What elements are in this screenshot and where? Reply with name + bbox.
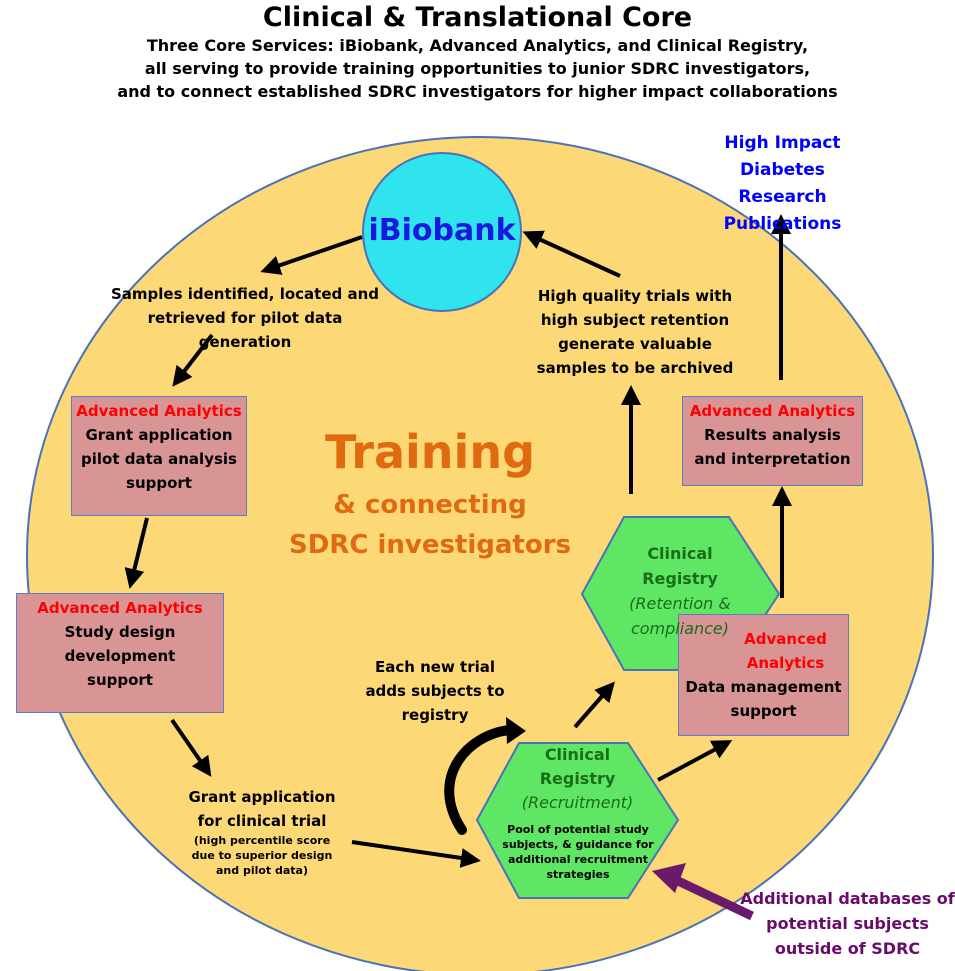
header: Clinical & Translational Core Three Core… — [0, 0, 955, 103]
arrow-grant-analysis-to-study-design — [124, 517, 149, 589]
aa-results-line-1: Results analysis — [704, 426, 841, 444]
each-trial-line-1: Each new trial — [374, 658, 496, 676]
arrow-recruitment-to-data-management — [657, 740, 733, 782]
aa-data-heading-2: Analytics — [746, 654, 825, 672]
high-quality-line-1: High quality trials with — [537, 287, 733, 305]
additional-databases-label: Additional databases of potential subjec… — [740, 886, 955, 961]
subtitle-line-2: all serving to provide training opportun… — [144, 59, 811, 78]
aa-results-line-2: and interpretation — [694, 450, 851, 468]
aa-study-line-3: support — [87, 671, 153, 689]
aa-grant-line-3: support — [126, 474, 192, 492]
aa-grant-line-2: pilot data analysis — [81, 450, 237, 468]
aa-grant-heading: Advanced Analytics — [76, 402, 242, 420]
samples-line-1: Samples identified, located and — [110, 285, 380, 303]
registry-retention-label: Clinical Registry (Retention & complianc… — [590, 541, 770, 641]
core-circle — [26, 136, 934, 971]
arrow-samples-to-grant-analysis — [172, 333, 214, 387]
high-quality-label: High quality trials with high subject re… — [530, 284, 740, 380]
registry-recruitment-hexagon[interactable] — [475, 742, 680, 899]
additional-line-2: potential subjects — [766, 914, 929, 933]
each-trial-line-2: adds subjects to — [365, 682, 505, 700]
grant-trial-small-1: (high percentile score — [193, 834, 331, 847]
additional-line-1: Additional databases of — [740, 889, 955, 908]
aa-study-line-1: Study design — [64, 623, 176, 641]
publications-line-3: Publications — [723, 214, 842, 234]
ibiobank-circle[interactable] — [362, 152, 522, 312]
publications-line-1: High Impact — [724, 133, 841, 153]
aa-grant-analysis-box[interactable]: Advanced Analytics Grant application pil… — [71, 396, 247, 516]
aa-study-design-box[interactable]: Advanced Analytics Study design developm… — [16, 593, 224, 713]
retention-line-2: Registry — [642, 569, 718, 588]
aa-data-line-2: support — [730, 702, 797, 720]
additional-arrow-head — [652, 863, 686, 893]
arrow-ibiobank-to-samples — [260, 235, 363, 275]
training-title: Training — [324, 425, 535, 479]
high-quality-line-4: samples to be archived — [536, 359, 734, 377]
retention-line-1: Clinical — [647, 544, 713, 563]
curved-arrow-new-trial — [444, 725, 515, 835]
arrow-additional-databases — [674, 875, 754, 921]
pool-line-3: additional recruitment — [507, 853, 649, 866]
aa-data-heading-1: Advanced — [744, 630, 827, 648]
aa-study-heading: Advanced Analytics — [37, 599, 203, 617]
arrow-high-quality-to-ibiobank — [522, 230, 621, 278]
each-trial-label: Each new trial adds subjects to registry — [355, 655, 515, 727]
recruit-sub: (Recruitment) — [521, 793, 634, 812]
recruitment-pool-label: Pool of potential study subjects, & guid… — [493, 822, 663, 882]
grant-trial-label: Grant application for clinical trial (hi… — [172, 785, 352, 878]
aa-data-line-1: Data management — [685, 678, 842, 696]
training-line-2: SDRC investigators — [288, 530, 572, 560]
grant-trial-line-2: for clinical trial — [197, 812, 327, 830]
samples-label: Samples identified, located and retrieve… — [100, 282, 390, 354]
grant-trial-line-1: Grant application — [188, 788, 336, 806]
retention-sub-1: (Retention & — [629, 594, 731, 613]
aa-study-line-2: development — [64, 647, 176, 665]
pool-line-2: subjects, & guidance for — [502, 838, 654, 851]
arrow-study-design-to-grant-trial — [170, 718, 212, 777]
additional-line-3: outside of SDRC — [774, 939, 921, 958]
grant-trial-small-3: and pilot data) — [215, 864, 309, 877]
high-quality-line-3: generate valuable — [558, 335, 712, 353]
samples-line-2: retrieved for pilot data generation — [147, 309, 343, 351]
grant-trial-small-2: due to superior design — [191, 849, 333, 862]
subtitle-line-3: and to connect established SDRC investig… — [117, 82, 838, 101]
registry-recruitment-label: Clinical Registry (Recruitment) — [490, 743, 665, 815]
page-title: Clinical & Translational Core — [262, 2, 693, 33]
aa-results-box[interactable]: Advanced Analytics Results analysis and … — [682, 396, 863, 486]
aa-data-management-box[interactable]: Advanced Analytics Data management suppo… — [678, 614, 849, 736]
ibiobank-label[interactable]: iBiobank — [368, 213, 516, 248]
aa-results-heading: Advanced Analytics — [689, 402, 856, 420]
pool-line-4: strategies — [546, 868, 610, 881]
high-quality-line-2: high subject retention — [540, 311, 730, 329]
publications-line-2: Diabetes Research — [738, 160, 827, 207]
curved-arrow-head — [506, 717, 526, 744]
pool-line-1: Pool of potential study — [507, 823, 649, 836]
arrow-recruitment-to-retention — [573, 681, 615, 729]
aa-grant-line-1: Grant application — [85, 426, 233, 444]
training-line-1: & connecting — [333, 490, 527, 520]
arrow-grant-trial-to-recruitment — [351, 840, 481, 868]
retention-sub-2: compliance) — [630, 619, 730, 638]
recruit-line-1: Clinical — [544, 745, 611, 764]
recruit-line-2: Registry — [539, 769, 616, 788]
subtitle-line-1: Three Core Services: iBiobank, Advanced … — [146, 36, 809, 55]
each-trial-line-3: registry — [401, 706, 469, 724]
publications-label: High Impact Diabetes Research Publicatio… — [700, 130, 865, 238]
